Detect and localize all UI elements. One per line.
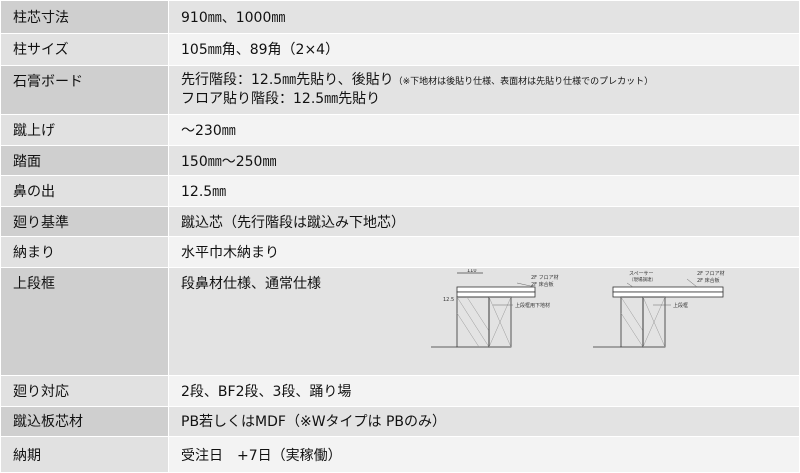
row-value: 蹴込芯（先行階段は蹴込み下地芯） [168, 205, 800, 238]
spacer-note: （現場調達） [629, 276, 656, 283]
frame-label: 上段框用下地材 [515, 302, 550, 309]
row-value: 105㎜角、89角（2×4） [168, 32, 800, 67]
row-turn-basis: 廻り基準 蹴込芯（先行階段は蹴込み下地芯） [0, 205, 800, 238]
row-key: 納まり [0, 236, 169, 269]
row-key: 柱サイズ [0, 32, 169, 67]
top-frame-text: 段鼻材仕様、通常仕様 [181, 276, 321, 293]
floor-label: 2F フロア材 [531, 274, 559, 281]
gypsum-note: （※下地材は後貼り仕様、表面材は先貼り仕様でのプレカット） [393, 77, 654, 88]
subfloor-label-2: 2F 床合板 [697, 277, 720, 284]
floor-label-2: 2F フロア材 [697, 270, 725, 277]
row-key: 踏面 [0, 144, 169, 177]
sketch-standard-spec: スペーサー （現場調達） 2F フロア材 2F 床合板 上段框 [593, 270, 725, 348]
gypsum-line2: フロア貼り階段：12.5㎜先貼り [181, 91, 381, 108]
row-key: 上段框 [0, 267, 169, 377]
gypsum-line1: 先行階段：12.5㎜先貼り、後貼り [181, 72, 394, 89]
row-key: 石膏ボード [0, 65, 169, 116]
row-value: 水平巾木納まり [168, 236, 800, 269]
row-value: 12.5㎜ [168, 175, 800, 207]
row-key: 廻り対応 [0, 375, 169, 407]
row-rise: 蹴上げ ～230㎜ [0, 114, 800, 146]
subfloor-label: 2F 床合板 [531, 281, 554, 288]
row-lead-time: 納期 受注日 +7日（実稼働） [0, 436, 800, 473]
row-value: 受注日 +7日（実稼働） [168, 436, 800, 473]
row-key: 廻り基準 [0, 205, 169, 238]
sketch-nosing-spec: 110 12.5 2F フロア材 2F 床合板 上段框用 [431, 269, 559, 348]
row-nosing: 鼻の出 12.5㎜ [0, 175, 800, 207]
row-value: 2段、BF2段、3段、踊り場 [168, 375, 800, 407]
row-turn-options: 廻り対応 2段、BF2段、3段、踊り場 [0, 375, 800, 407]
row-key: 鼻の出 [0, 175, 169, 207]
row-value: 910㎜、1000㎜ [168, 0, 800, 34]
row-tread: 踏面 150㎜～250㎜ [0, 144, 800, 177]
row-key: 蹴込板芯材 [0, 405, 169, 438]
row-key: 蹴上げ [0, 114, 169, 146]
row-value: 段鼻材仕様、通常仕様 110 12.5 2F フロア材 [168, 267, 800, 377]
row-value: ～230㎜ [168, 114, 800, 146]
row-pillar-size: 柱サイズ 105㎜角、89角（2×4） [0, 32, 800, 67]
row-key: 納期 [0, 436, 169, 473]
row-value: 先行階段：12.5㎜先貼り、後貼り（※下地材は後貼り仕様、表面材は先貼り仕様での… [168, 65, 800, 116]
spacer-label: スペーサー [629, 271, 654, 277]
row-value: 150㎜～250㎜ [168, 144, 800, 177]
row-top-frame: 上段框 段鼻材仕様、通常仕様 110 12.5 [0, 267, 800, 377]
row-riser-core: 蹴込板芯材 PB若しくはMDF（※Wタイプは PBのみ） [0, 405, 800, 438]
dim-side: 12.5 [443, 297, 454, 303]
row-finish: 納まり 水平巾木納まり [0, 236, 800, 269]
dim-top: 110 [467, 269, 477, 274]
row-key: 柱芯寸法 [0, 0, 169, 34]
row-value: PB若しくはMDF（※Wタイプは PBのみ） [168, 405, 800, 438]
frame-label-2: 上段框 [673, 302, 688, 309]
row-gypsum-board: 石膏ボード 先行階段：12.5㎜先貼り、後貼り（※下地材は後貼り仕様、表面材は先… [0, 65, 800, 116]
row-pillar-pitch: 柱芯寸法 910㎜、1000㎜ [0, 0, 800, 34]
